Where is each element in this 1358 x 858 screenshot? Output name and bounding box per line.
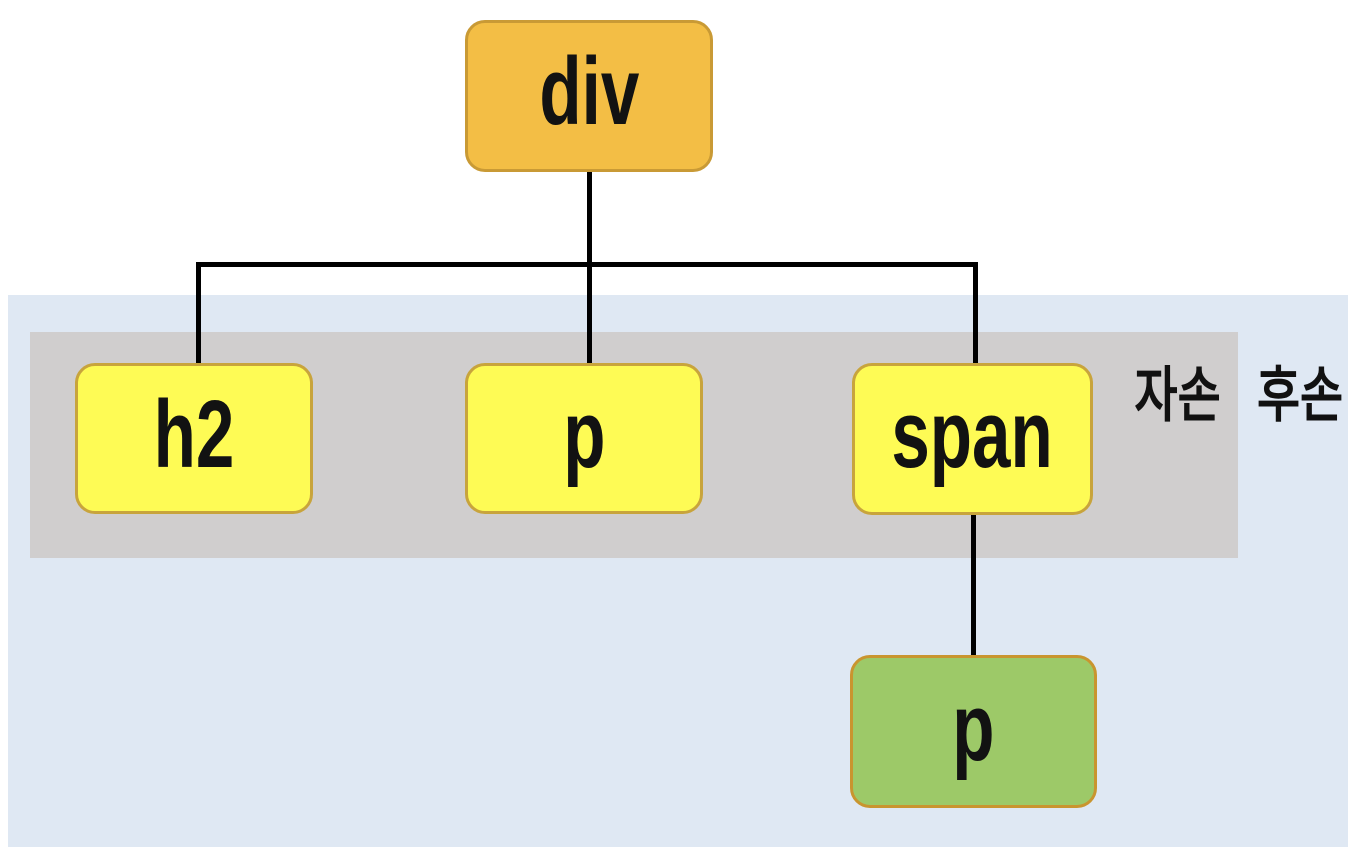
connector-span-to-p <box>971 513 976 658</box>
child-node-h2-label: h2 <box>153 380 235 488</box>
grandchild-node-p: p <box>850 655 1097 808</box>
children-zone-label: 자손 <box>1134 362 1221 429</box>
descendants-zone-label: 후손 <box>1257 362 1344 429</box>
connector-children-horizontal <box>196 262 978 267</box>
child-node-p: p <box>465 363 703 514</box>
root-node-div: div <box>465 20 713 172</box>
connector-root-to-children <box>587 170 592 366</box>
connector-to-span <box>973 262 978 366</box>
root-node-label: div <box>539 38 639 145</box>
grandchild-node-p-label: p <box>952 673 995 781</box>
child-node-h2: h2 <box>75 363 313 514</box>
child-node-span-label: span <box>891 381 1054 488</box>
connector-to-h2 <box>196 262 201 366</box>
child-node-p-label: p <box>562 380 606 488</box>
child-node-span: span <box>852 363 1093 515</box>
